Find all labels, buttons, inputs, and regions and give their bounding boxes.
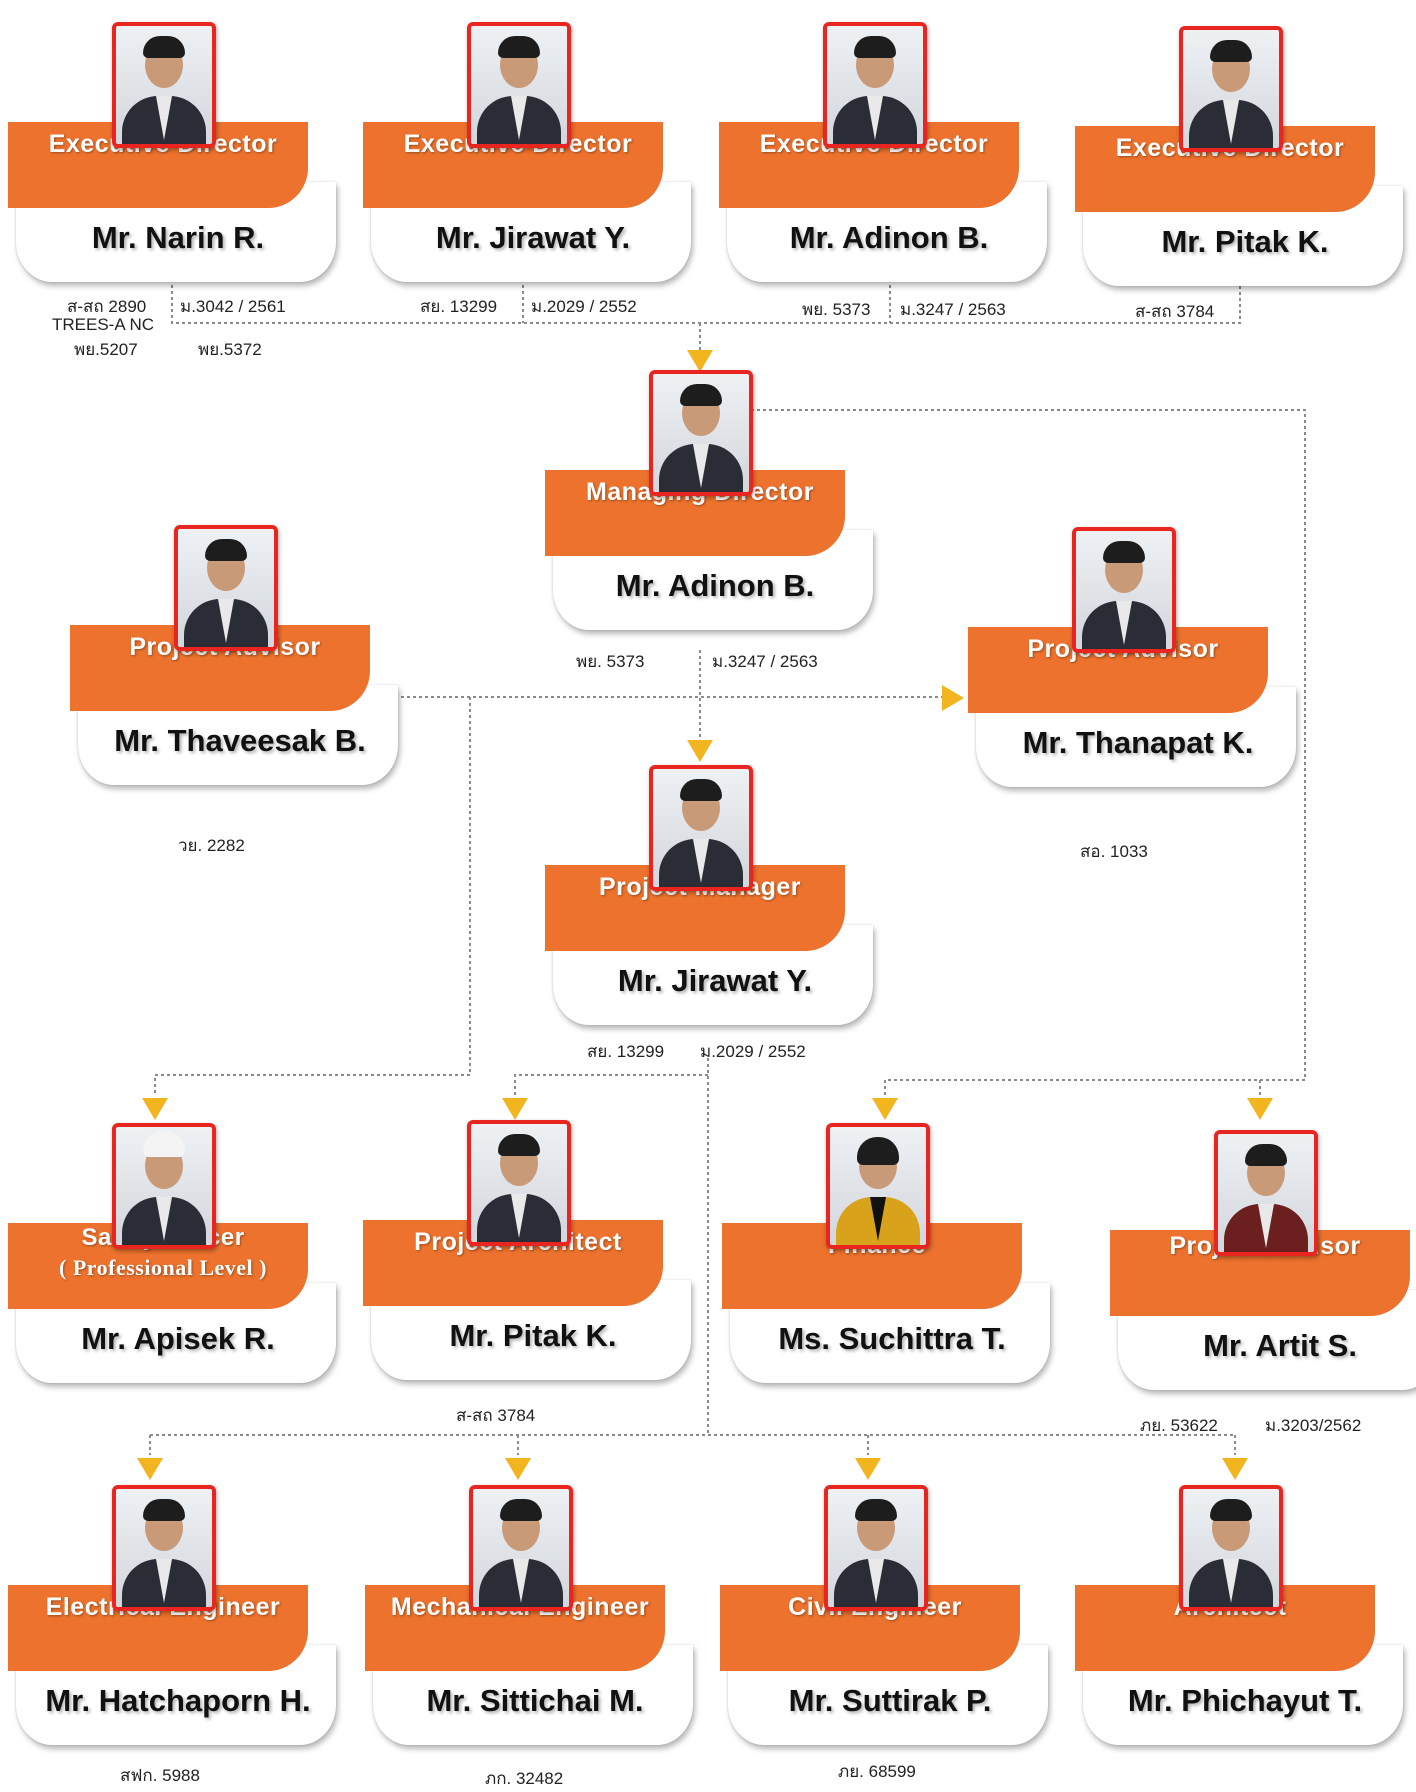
person-photo — [823, 22, 927, 148]
person-photo — [649, 370, 753, 496]
person-photo — [467, 22, 571, 148]
project-advisor-card: Project Advisor Mr. Thanapat K. — [968, 527, 1308, 797]
arrow-down — [1247, 1098, 1273, 1120]
connector — [514, 1074, 708, 1095]
license-number: สฟก. 5988 — [120, 1766, 200, 1785]
person-name: Mr. Hatchaporn H. — [45, 1683, 311, 1718]
person-photo — [1179, 26, 1283, 152]
project-architect-card: Project Architect Mr. Pitak K. — [363, 1120, 703, 1390]
license-number: พย. 5373 — [802, 300, 871, 319]
person-name: Mr. Sittichai M. — [426, 1683, 644, 1718]
executive-director-card: Executive Director Mr. Adinon B. — [719, 22, 1059, 292]
connector — [154, 697, 471, 1095]
project-advisor-card: Project Advisor Mr. Thaveesak B. — [70, 525, 410, 795]
role-title: Safety Officer ( Professional Level ) — [8, 1223, 318, 1283]
person-photo — [649, 765, 753, 891]
role-title-sub: ( Professional Level ) — [59, 1255, 267, 1280]
license-number: ม.3247 / 2563 — [900, 300, 1006, 319]
finance-card: Finance Ms. Suchittra T. — [722, 1123, 1062, 1393]
arrow-down — [505, 1458, 531, 1480]
license-number: ม.3203/2562 — [1265, 1416, 1362, 1435]
arrow-right — [942, 685, 964, 711]
person-name: Mr. Pitak K. — [449, 1318, 617, 1353]
license-number: วย. 2282 — [178, 836, 245, 855]
civil-engineer-card: Civil Engineer Mr. Suttirak P. — [720, 1485, 1060, 1755]
license-number: สย. 13299 — [420, 297, 498, 316]
architect-card: Architect Mr. Phichayut T. — [1075, 1485, 1415, 1755]
executive-director-card: Executive Director Mr. Pitak K. — [1075, 26, 1415, 296]
connector — [745, 409, 1306, 1100]
license-number: ส-สถ 2890 — [67, 297, 147, 316]
arrow-down — [855, 1458, 881, 1480]
person-photo — [112, 1123, 216, 1249]
person-photo — [467, 1120, 571, 1246]
executive-director-card: Executive Director Mr. Narin R. — [8, 22, 348, 292]
person-name: Mr. Narin R. — [91, 220, 265, 255]
person-name: Mr. Adinon B. — [615, 568, 815, 603]
license-number: ภย. 68599 — [838, 1762, 916, 1781]
person-name: Mr. Suttirak P. — [788, 1683, 992, 1718]
license-number: ส-สถ 3784 — [1135, 302, 1215, 321]
license-number: ส-สถ 3784 — [456, 1406, 536, 1425]
person-photo — [824, 1485, 928, 1611]
person-photo — [826, 1123, 930, 1249]
person-photo — [1214, 1130, 1318, 1256]
mechanical-engineer-card: Mechanical Engineer Mr. Sittichai M. — [365, 1485, 705, 1755]
arrow-down — [687, 350, 713, 372]
person-photo — [469, 1485, 573, 1611]
person-photo — [174, 525, 278, 651]
license-number: TREES-A NC — [52, 315, 155, 334]
project-advisor-card: Project Advisor Mr. Artit S. — [1110, 1130, 1416, 1400]
connector — [171, 285, 1241, 324]
person-name: Mr. Jirawat Y. — [435, 220, 631, 255]
license-number: ม.3247 / 2563 — [712, 652, 818, 671]
license-number: สย. 13299 — [587, 1042, 665, 1061]
person-name: Mr. Thaveesak B. — [114, 723, 366, 758]
license-number: พย.5372 — [198, 340, 262, 359]
arrow-down — [142, 1098, 168, 1120]
license-number: ม.2029 / 2552 — [700, 1042, 806, 1061]
electrical-engineer-card: Electrical Engineer Mr. Hatchaporn H. — [8, 1485, 348, 1755]
arrow-down — [687, 740, 713, 762]
person-name: Mr. Phichayut T. — [1127, 1683, 1363, 1718]
safety-officer-card: Safety Officer ( Professional Level ) Mr… — [8, 1123, 348, 1393]
person-photo — [1179, 1485, 1283, 1611]
arrow-down — [502, 1098, 528, 1120]
license-number: พย. 5373 — [576, 652, 645, 671]
license-number: ภย. 53622 — [1140, 1416, 1218, 1435]
license-number: ภก. 32482 — [485, 1769, 564, 1788]
arrow-down — [1222, 1458, 1248, 1480]
person-name: Mr. Jirawat Y. — [617, 963, 813, 998]
person-name: Mr. Adinon B. — [789, 220, 989, 255]
arrow-down — [872, 1098, 898, 1120]
person-name: Mr. Apisek R. — [81, 1321, 275, 1356]
license-number: ม.2029 / 2552 — [531, 297, 637, 316]
person-photo — [1072, 527, 1176, 653]
project-manager-card: Project Manager Mr. Jirawat Y. — [545, 765, 885, 1035]
license-number: พย.5207 — [74, 340, 138, 359]
license-number: ม.3042 / 2561 — [180, 297, 286, 316]
person-name: Mr. Thanapat K. — [1022, 725, 1254, 760]
person-photo — [112, 22, 216, 148]
executive-director-card: Executive Director Mr. Jirawat Y. — [363, 22, 703, 292]
arrow-down — [137, 1458, 163, 1480]
person-name: Ms. Suchittra T. — [778, 1321, 1006, 1356]
managing-director-card: Managing Director Mr. Adinon B. — [545, 370, 885, 640]
person-photo — [112, 1485, 216, 1611]
license-number: สอ. 1033 — [1080, 842, 1148, 861]
person-name: Mr. Pitak K. — [1161, 224, 1329, 259]
person-name: Mr. Artit S. — [1203, 1328, 1357, 1363]
